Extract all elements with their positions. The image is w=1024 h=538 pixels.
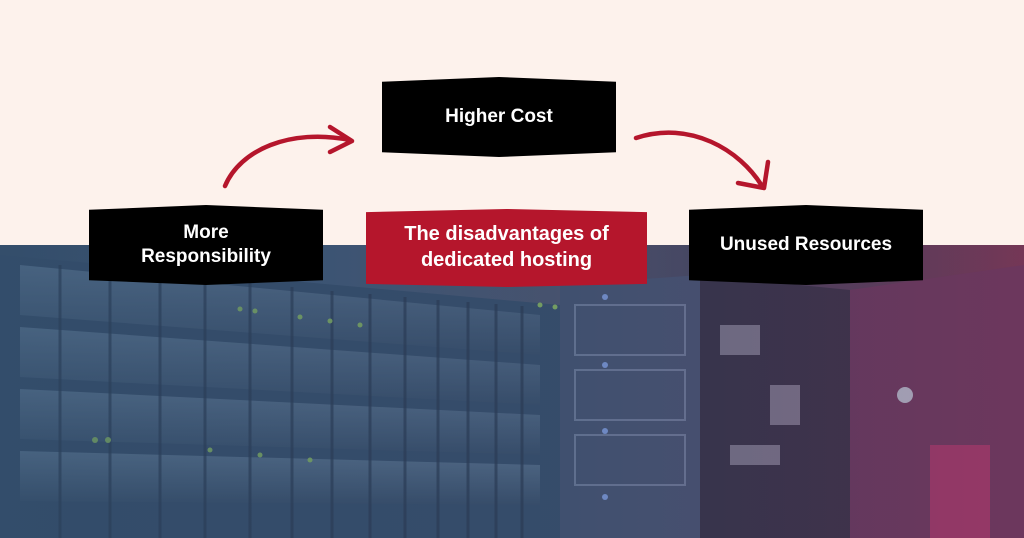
higher-cost-label: Higher Cost bbox=[382, 77, 616, 157]
more-responsibility-label: More Responsibility bbox=[89, 205, 323, 285]
arrow-right-head bbox=[735, 159, 771, 191]
center-title-label: The disadvantages of dedicated hosting bbox=[366, 209, 647, 287]
more-responsibility-text: More Responsibility bbox=[141, 221, 271, 267]
unused-resources-text: Unused Resources bbox=[719, 233, 893, 255]
arrow-left-head bbox=[327, 124, 355, 155]
center-title-text: The disadvantages of dedicated hosting bbox=[404, 223, 609, 271]
unused-resources-label: Unused Resources bbox=[689, 205, 923, 285]
arrow-right-curve bbox=[633, 130, 765, 189]
server-racks-illustration bbox=[0, 245, 1024, 538]
arrow-left-curve bbox=[222, 134, 353, 189]
server-racks-photo bbox=[0, 245, 1024, 538]
higher-cost-text: Higher Cost bbox=[445, 105, 553, 127]
